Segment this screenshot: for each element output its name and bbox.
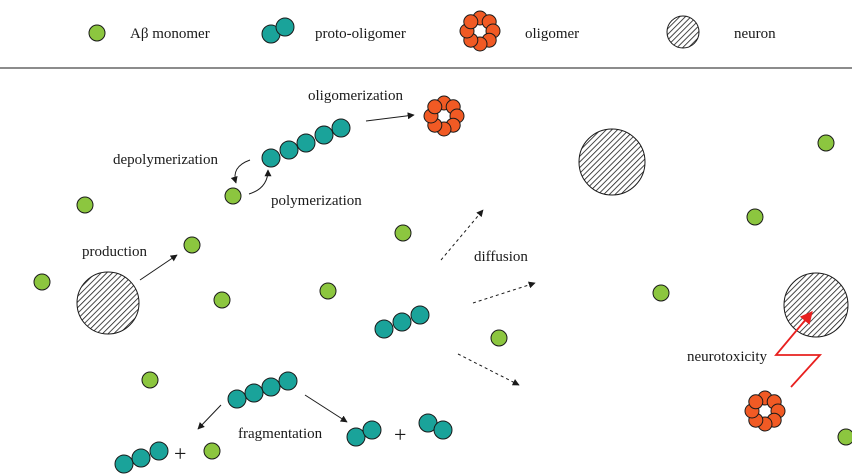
fragmentation-process: fragmentation + + (114, 371, 453, 474)
monomer (394, 224, 412, 242)
neuron-icon (666, 15, 700, 49)
monomer (33, 273, 51, 291)
proto-oligomer-chain (261, 118, 351, 168)
neuron (783, 272, 849, 338)
monomer (746, 208, 764, 226)
monomer (817, 134, 835, 152)
production-arrow (139, 254, 178, 281)
neuron (578, 128, 646, 196)
depolymerization-label: depolymerization (113, 152, 218, 168)
oligomer-bead (748, 394, 764, 410)
oligomerization-arrow (365, 112, 415, 122)
fragmentation-arrow-right (304, 394, 348, 423)
scattered-monomers (33, 134, 852, 446)
diffusion-arrow-right (472, 281, 536, 304)
legend-item-proto-oligomer: proto-oligomer (261, 17, 406, 44)
neurotoxicity-process: neurotoxicity (687, 272, 849, 432)
monomer (213, 291, 231, 309)
legend-item-neuron: neuron (666, 15, 776, 49)
monomer (203, 442, 221, 460)
polymerization-label: polymerization (271, 193, 362, 209)
fragmentation-label: fragmentation (238, 426, 323, 442)
legend: Aβ monomer proto-oligomer oligomer neuro… (88, 10, 776, 52)
legend-item-oligomer: oligomer (459, 10, 579, 52)
neurotoxicity-label: neurotoxicity (687, 349, 767, 365)
monomer (652, 284, 670, 302)
monomer (837, 428, 852, 446)
depolymerization-arrow (230, 159, 251, 184)
oligomer-bead (427, 99, 443, 115)
monomer (141, 371, 159, 389)
plus-sign: + (394, 422, 406, 447)
diffusion-process: diffusion (374, 209, 536, 386)
polymerization-arrow (248, 169, 272, 195)
proto-oligomer-chain (227, 371, 298, 409)
legend-proto-oligomer-label: proto-oligomer (315, 26, 406, 42)
monomer-icon (88, 24, 106, 42)
proto-oligomer (114, 441, 169, 474)
plus-sign: + (174, 441, 186, 466)
legend-oligomer-label: oligomer (525, 26, 579, 42)
proto-oligomer (346, 420, 382, 447)
legend-item-monomer: Aβ monomer (88, 24, 210, 42)
monomer (76, 196, 94, 214)
monomer (183, 236, 201, 254)
neuron (76, 271, 140, 335)
legend-neuron-label: neuron (734, 26, 776, 42)
diffusion-arrow-up (440, 209, 484, 261)
production-process: production (76, 236, 201, 335)
fragmentation-arrow-left (197, 404, 222, 430)
oligomer-icon (459, 10, 501, 52)
oligomer-top (423, 95, 465, 137)
monomer (490, 329, 508, 347)
monomer (319, 282, 337, 300)
oligomerization-label: oligomerization (308, 88, 403, 104)
oligomer-bead (463, 14, 479, 30)
oligomerization-process: oligomerization depolymerization polymer… (113, 88, 465, 209)
neurotoxicity-arrow (774, 311, 823, 388)
oligomer-bottom-right (744, 390, 786, 432)
diffusion-label: diffusion (474, 249, 528, 265)
monomer (224, 187, 242, 205)
proto-oligomer (374, 305, 430, 339)
proto-oligomer-icon (261, 17, 295, 44)
proto-oligomer (418, 413, 453, 440)
production-label: production (82, 244, 147, 260)
legend-monomer-label: Aβ monomer (130, 26, 210, 42)
diffusion-arrow-down (457, 353, 520, 386)
